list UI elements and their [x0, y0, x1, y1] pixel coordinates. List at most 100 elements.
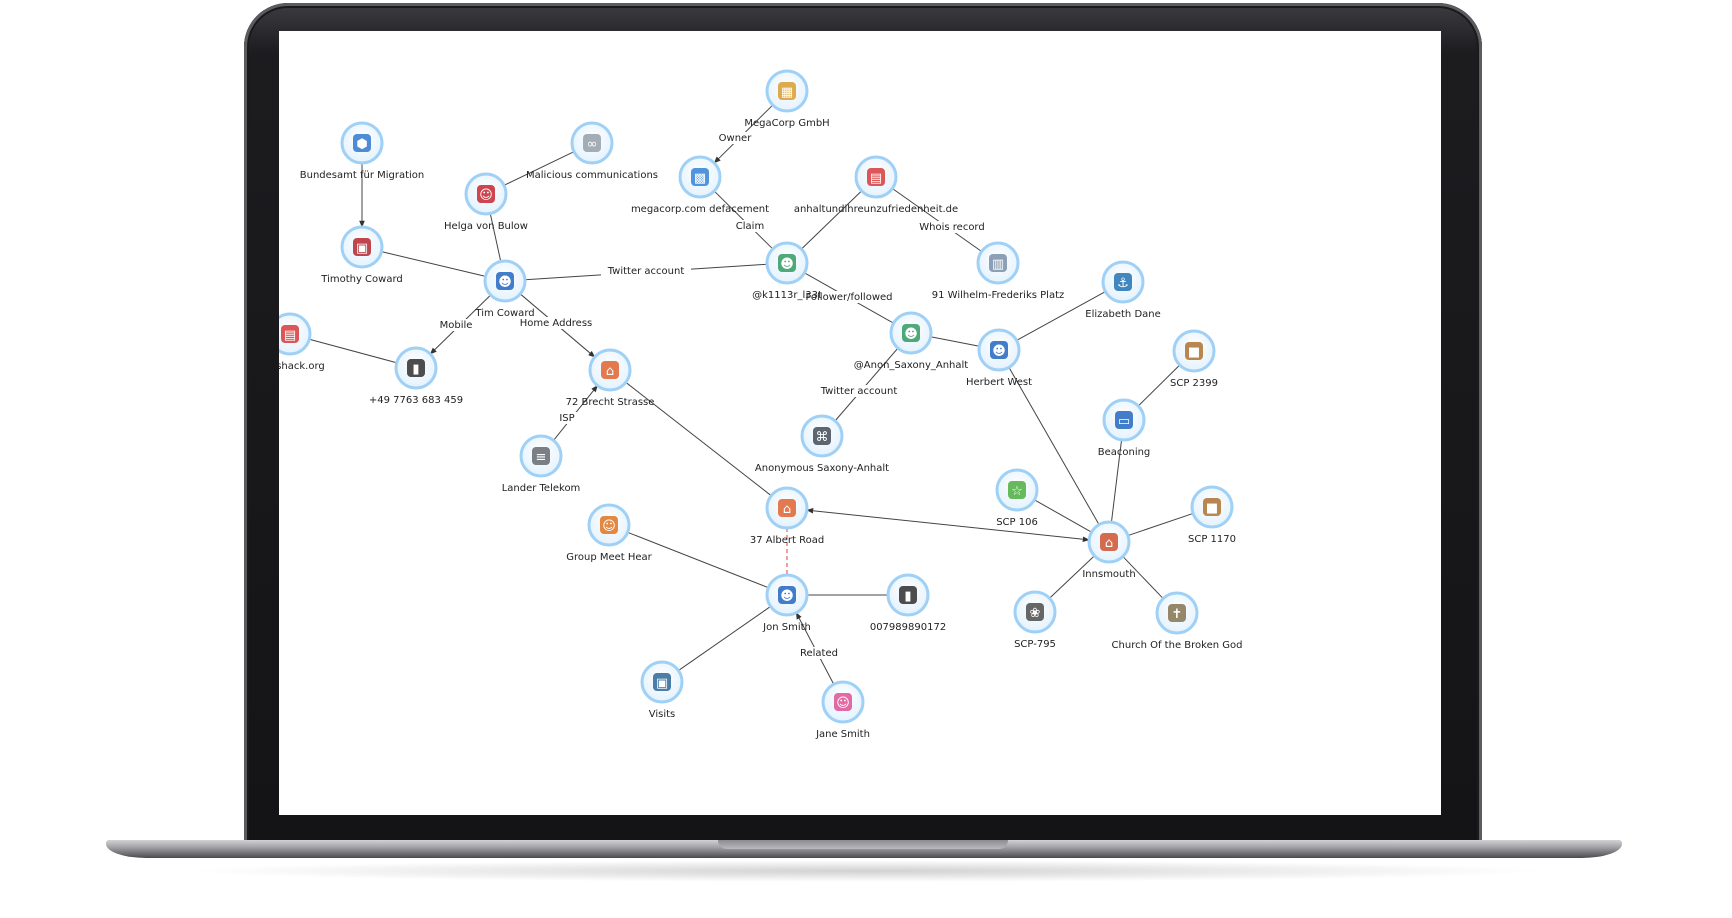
node-label: Group Meet Hear	[566, 552, 652, 563]
edge-anhalt-wilhelm[interactable]	[892, 188, 982, 252]
node-brecht[interactable]: ⌂72 Brecht Strasse	[566, 348, 655, 408]
node-scp795[interactable]: ❀SCP-795	[1013, 590, 1057, 650]
node-k1113r[interactable]: ☻@k1113r_l33t	[752, 241, 822, 301]
edge-label-tim-phone1: Mobile	[436, 319, 476, 331]
edge-herbert-innsmouth[interactable]	[1008, 367, 1100, 525]
node-label: Tim Coward	[474, 308, 534, 319]
icon-glyph: ☻	[992, 344, 1006, 359]
node-tim[interactable]: ☻Tim Coward	[474, 259, 535, 319]
node-scp2399[interactable]: ■SCP 2399	[1170, 329, 1218, 389]
node-innsmouth[interactable]: ⌂Innsmouth	[1082, 520, 1136, 580]
icon-glyph: ■	[1206, 501, 1218, 516]
icon-glyph: ✝	[1172, 607, 1183, 622]
icon-plate	[834, 693, 852, 711]
edge-label-text: ISP	[559, 413, 574, 424]
edge-loveshack-phone1[interactable]	[309, 338, 397, 364]
icon-plate	[653, 673, 671, 691]
node-beaconing[interactable]: ▭Beaconing	[1098, 398, 1151, 458]
node-label: Malicious communications	[526, 170, 658, 181]
icon-glyph: ▭	[1118, 414, 1130, 429]
node-wilhelm[interactable]: ▥91 Wilhelm-Frederiks Platz	[932, 241, 1065, 301]
node-anon[interactable]: ☻@Anon_Saxony_Anhalt	[854, 311, 969, 371]
edge-label-background	[519, 317, 593, 329]
node-loveshack[interactable]: ▤loveshack.org	[279, 312, 325, 372]
edge-label-text: Follower/followed	[806, 292, 893, 303]
node-scp106[interactable]: ☆SCP 106	[995, 468, 1039, 528]
edge-scp2399-beaconing[interactable]	[1137, 364, 1181, 407]
girl-icon: ☺	[834, 693, 852, 711]
edge-label-tim-k1113r: Twitter account	[601, 265, 691, 277]
icon-plate	[899, 586, 917, 604]
edge-herbert-elizabeth[interactable]	[1016, 291, 1106, 341]
node-label: loveshack.org	[279, 361, 325, 372]
edge-anon-anonorg[interactable]	[834, 347, 899, 422]
edge-label-background	[601, 265, 691, 277]
edge-brecht-albert[interactable]	[625, 381, 772, 497]
icon-plate	[353, 134, 371, 152]
alien-icon: ☆	[1008, 481, 1026, 499]
edge-scp106-innsmouth[interactable]	[1034, 499, 1092, 533]
edge-innsmouth-albert[interactable]	[806, 507, 1090, 543]
node-timothy[interactable]: ▣Timothy Coward	[320, 225, 403, 285]
binary-box-icon: ■	[1185, 342, 1203, 360]
icon-plate	[1114, 273, 1132, 291]
icon-glyph: ▦	[781, 85, 793, 100]
icon-plate	[778, 82, 796, 100]
node-malcomm[interactable]: ∞ Malicious communications	[526, 121, 658, 181]
node-herbert[interactable]: ☻Herbert West	[966, 328, 1032, 388]
node-helga[interactable]: ☺Helga von Bulow	[444, 172, 528, 232]
node-scp1170[interactable]: ■SCP 1170	[1188, 485, 1236, 545]
edge-anhalt-k1113r[interactable]	[801, 190, 862, 250]
icon-plate	[601, 361, 619, 379]
edge-label-tim-brecht: Home Address	[519, 317, 593, 329]
edge-beaconing-innsmouth[interactable]	[1110, 439, 1123, 523]
node-anhalt[interactable]: ▤anhaltundihreunzufriedenheit.de	[794, 155, 958, 215]
group-icon: ☺	[600, 516, 618, 534]
house-icon: ⌂	[601, 361, 619, 379]
edge-groupmeet-jon[interactable]	[627, 531, 769, 589]
edge-malcomm-helga[interactable]	[503, 151, 575, 186]
server-rack-icon: ≡	[532, 447, 550, 465]
node-visits[interactable]: ▣Visits	[640, 660, 684, 720]
edge-scp1170-innsmouth[interactable]	[1127, 512, 1194, 537]
icon-plate	[813, 427, 831, 445]
node-church[interactable]: ✝Church Of the Broken God	[1112, 591, 1243, 651]
woman-icon: ☺	[477, 185, 495, 203]
node-megacorp[interactable]: ▦MegaCorp GmbH	[744, 69, 830, 129]
icon-glyph: ☺	[479, 188, 493, 203]
edge-timothy-tim[interactable]	[381, 251, 486, 277]
node-label: Jon Smith	[762, 622, 811, 633]
node-jon[interactable]: ☻Jon Smith	[762, 573, 811, 633]
edge-scp795-innsmouth[interactable]	[1049, 555, 1095, 599]
edge-label-megacorp-deface: Owner	[718, 132, 752, 144]
node-elizabeth[interactable]: ⚓ Elizabeth Dane	[1085, 260, 1161, 320]
handcuffs-icon: ∞	[583, 134, 601, 152]
edge-label-background	[555, 412, 579, 424]
edge-church-innsmouth[interactable]	[1122, 556, 1164, 599]
node-albert[interactable]: ⌂37 Albert Road	[750, 486, 824, 546]
node-bamf[interactable]: ⬢Bundesamt für Migration	[300, 121, 425, 181]
node-label: Innsmouth	[1082, 569, 1135, 580]
icon-glyph: ▮	[904, 589, 911, 604]
node-jane[interactable]: ☺Jane Smith	[815, 680, 870, 740]
node-groupmeet[interactable]: ☺ Group Meet Hear	[566, 503, 653, 563]
node-deface[interactable]: ▩megacorp.com defacement	[631, 155, 769, 215]
icon-glyph: ☆	[1011, 484, 1023, 499]
node-phone2[interactable]: ▮007989890172	[870, 573, 946, 633]
edge-label-lander-brecht: ISP	[555, 412, 579, 424]
node-anonorg[interactable]: ⌘Anonymous Saxony-Anhalt	[755, 414, 889, 474]
edge-label-text: Owner	[719, 133, 753, 144]
edge-visits-jon[interactable]	[678, 606, 771, 671]
icon-glyph: ⚓	[1117, 276, 1129, 291]
node-label: Elizabeth Dane	[1085, 309, 1161, 320]
icon-plate	[1100, 533, 1118, 551]
node-lander[interactable]: ≡Lander Telekom	[502, 434, 581, 494]
icon-plate	[583, 134, 601, 152]
edge-anon-herbert[interactable]	[930, 336, 980, 347]
edge-helga-tim[interactable]	[489, 213, 502, 262]
laptop-shadow	[180, 860, 1550, 882]
node-phone1[interactable]: ▮+49 7763 683 459	[369, 346, 463, 406]
edge-label-background	[915, 221, 989, 233]
